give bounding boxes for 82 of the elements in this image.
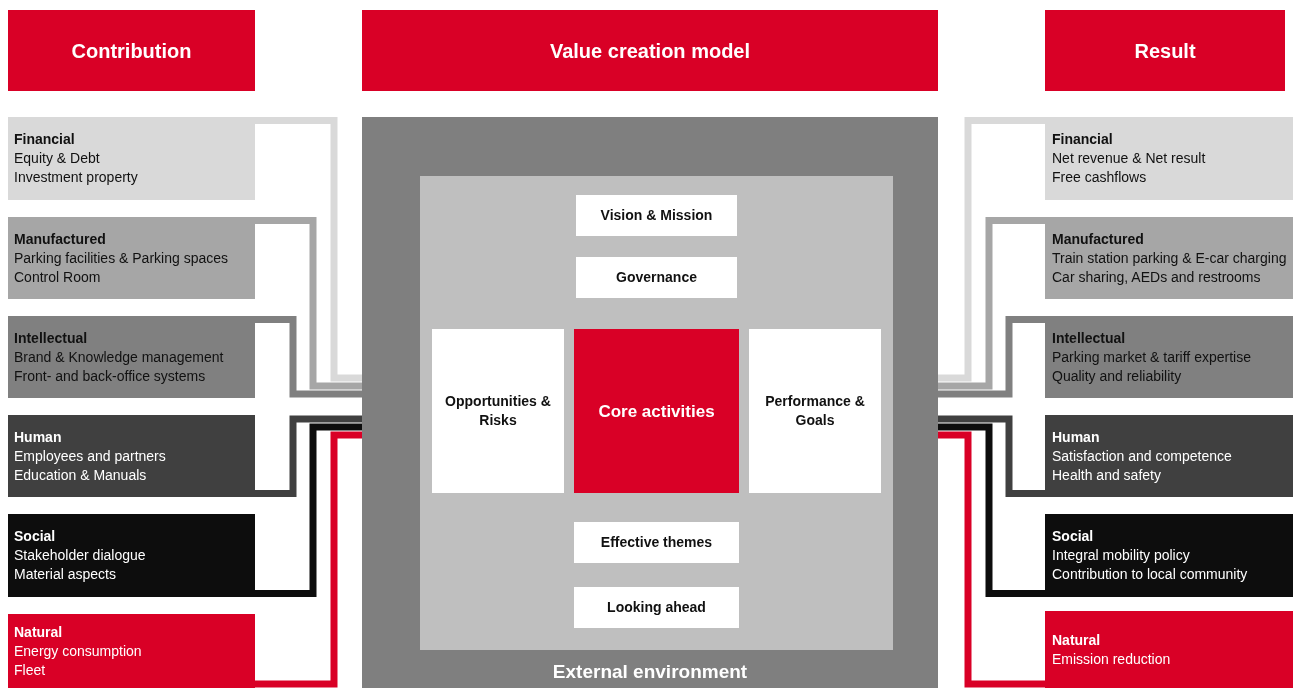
model-panel xyxy=(420,176,893,650)
capital-item: Car sharing, AEDs and restrooms xyxy=(1052,267,1262,287)
header-banner xyxy=(8,10,255,91)
capital-card xyxy=(8,117,255,200)
capital-card xyxy=(8,514,255,597)
capital-item: Parking facilities & Parking spaces xyxy=(14,248,229,268)
capital-item: Contribution to local community xyxy=(1052,565,1249,584)
capital-item: Investment property xyxy=(14,168,139,187)
header-title: Result xyxy=(1134,38,1196,64)
capital-item: Free cashflows xyxy=(1052,168,1148,187)
capital-heading: Natural xyxy=(14,622,64,642)
capital-card xyxy=(8,316,255,398)
capital-item: Health and safety xyxy=(1052,465,1162,485)
block-label: Core activities xyxy=(598,401,715,421)
block-label: Performance & Goals xyxy=(764,392,866,430)
block-label: Effective themes xyxy=(600,533,713,552)
capital-item: Brand & Knowledge management xyxy=(14,347,225,367)
capital-heading: Manufactured xyxy=(14,229,107,249)
connector-line xyxy=(255,431,362,688)
capital-item: Control Room xyxy=(14,267,102,287)
header-title: Contribution xyxy=(71,38,192,64)
capital-item: Integral mobility policy xyxy=(1052,546,1191,565)
connector-line xyxy=(938,117,1045,382)
model-block xyxy=(749,329,881,493)
connector-line xyxy=(255,423,362,597)
environment-panel xyxy=(362,117,938,688)
capital-heading: Financial xyxy=(14,130,76,149)
capital-item: Education & Manuals xyxy=(14,465,148,485)
connector-line xyxy=(255,217,362,390)
capital-card xyxy=(1045,117,1293,200)
model-block xyxy=(574,522,739,563)
block-label: Vision & Mission xyxy=(600,206,713,225)
capital-item: Satisfaction and competence xyxy=(1052,446,1233,466)
capital-heading: Social xyxy=(1052,527,1095,546)
capital-card xyxy=(8,217,255,299)
block-label: Opportunities & Risks xyxy=(444,392,552,430)
capital-item: Train station parking & E-car charging xyxy=(1052,248,1288,268)
header-banner xyxy=(1045,10,1285,91)
header-title: Value creation model xyxy=(549,38,751,64)
capital-heading: Intellectual xyxy=(1052,328,1127,348)
connector-line xyxy=(938,423,1045,597)
capital-item: Energy consumption xyxy=(14,641,143,661)
capital-item: Material aspects xyxy=(14,565,117,584)
capital-heading: Social xyxy=(14,527,57,546)
capital-heading: Human xyxy=(14,427,63,447)
connector-line xyxy=(938,217,1045,390)
capital-item: Stakeholder dialogue xyxy=(14,546,147,565)
capital-card xyxy=(8,415,255,497)
connector-line xyxy=(255,117,362,382)
core-block xyxy=(574,329,739,493)
capital-heading: Human xyxy=(1052,427,1101,447)
connector-line xyxy=(255,316,362,398)
connector-line xyxy=(938,415,1045,497)
capital-item: Quality and reliability xyxy=(1052,366,1183,386)
model-block xyxy=(576,195,737,236)
capital-item: Fleet xyxy=(14,660,47,680)
capital-card xyxy=(1045,316,1293,398)
model-block xyxy=(574,587,739,628)
connector-line xyxy=(938,431,1045,688)
capital-heading: Financial xyxy=(1052,130,1114,149)
capital-card xyxy=(1045,217,1293,299)
connector-line xyxy=(938,316,1045,398)
capital-item: Front- and back-office systems xyxy=(14,366,207,386)
block-label: Governance xyxy=(616,268,697,287)
connector-line xyxy=(255,415,362,497)
block-label: Looking ahead xyxy=(607,598,706,617)
environment-label: External environment xyxy=(551,659,749,684)
capital-heading: Intellectual xyxy=(14,328,89,348)
model-block xyxy=(576,257,737,298)
capital-item: Equity & Debt xyxy=(14,149,101,168)
capital-item: Emission reduction xyxy=(1052,649,1172,669)
capital-item: Net revenue & Net result xyxy=(1052,149,1207,168)
capital-card xyxy=(1045,415,1293,497)
capital-item: Employees and partners xyxy=(14,446,167,466)
capital-item: Parking market & tariff expertise xyxy=(1052,347,1252,367)
model-block xyxy=(432,329,564,493)
capital-heading: Manufactured xyxy=(1052,229,1145,249)
header-banner xyxy=(362,10,938,91)
capital-card xyxy=(1045,514,1293,597)
capital-card xyxy=(8,614,255,688)
capital-heading: Natural xyxy=(1052,630,1102,650)
capital-card xyxy=(1045,611,1293,688)
